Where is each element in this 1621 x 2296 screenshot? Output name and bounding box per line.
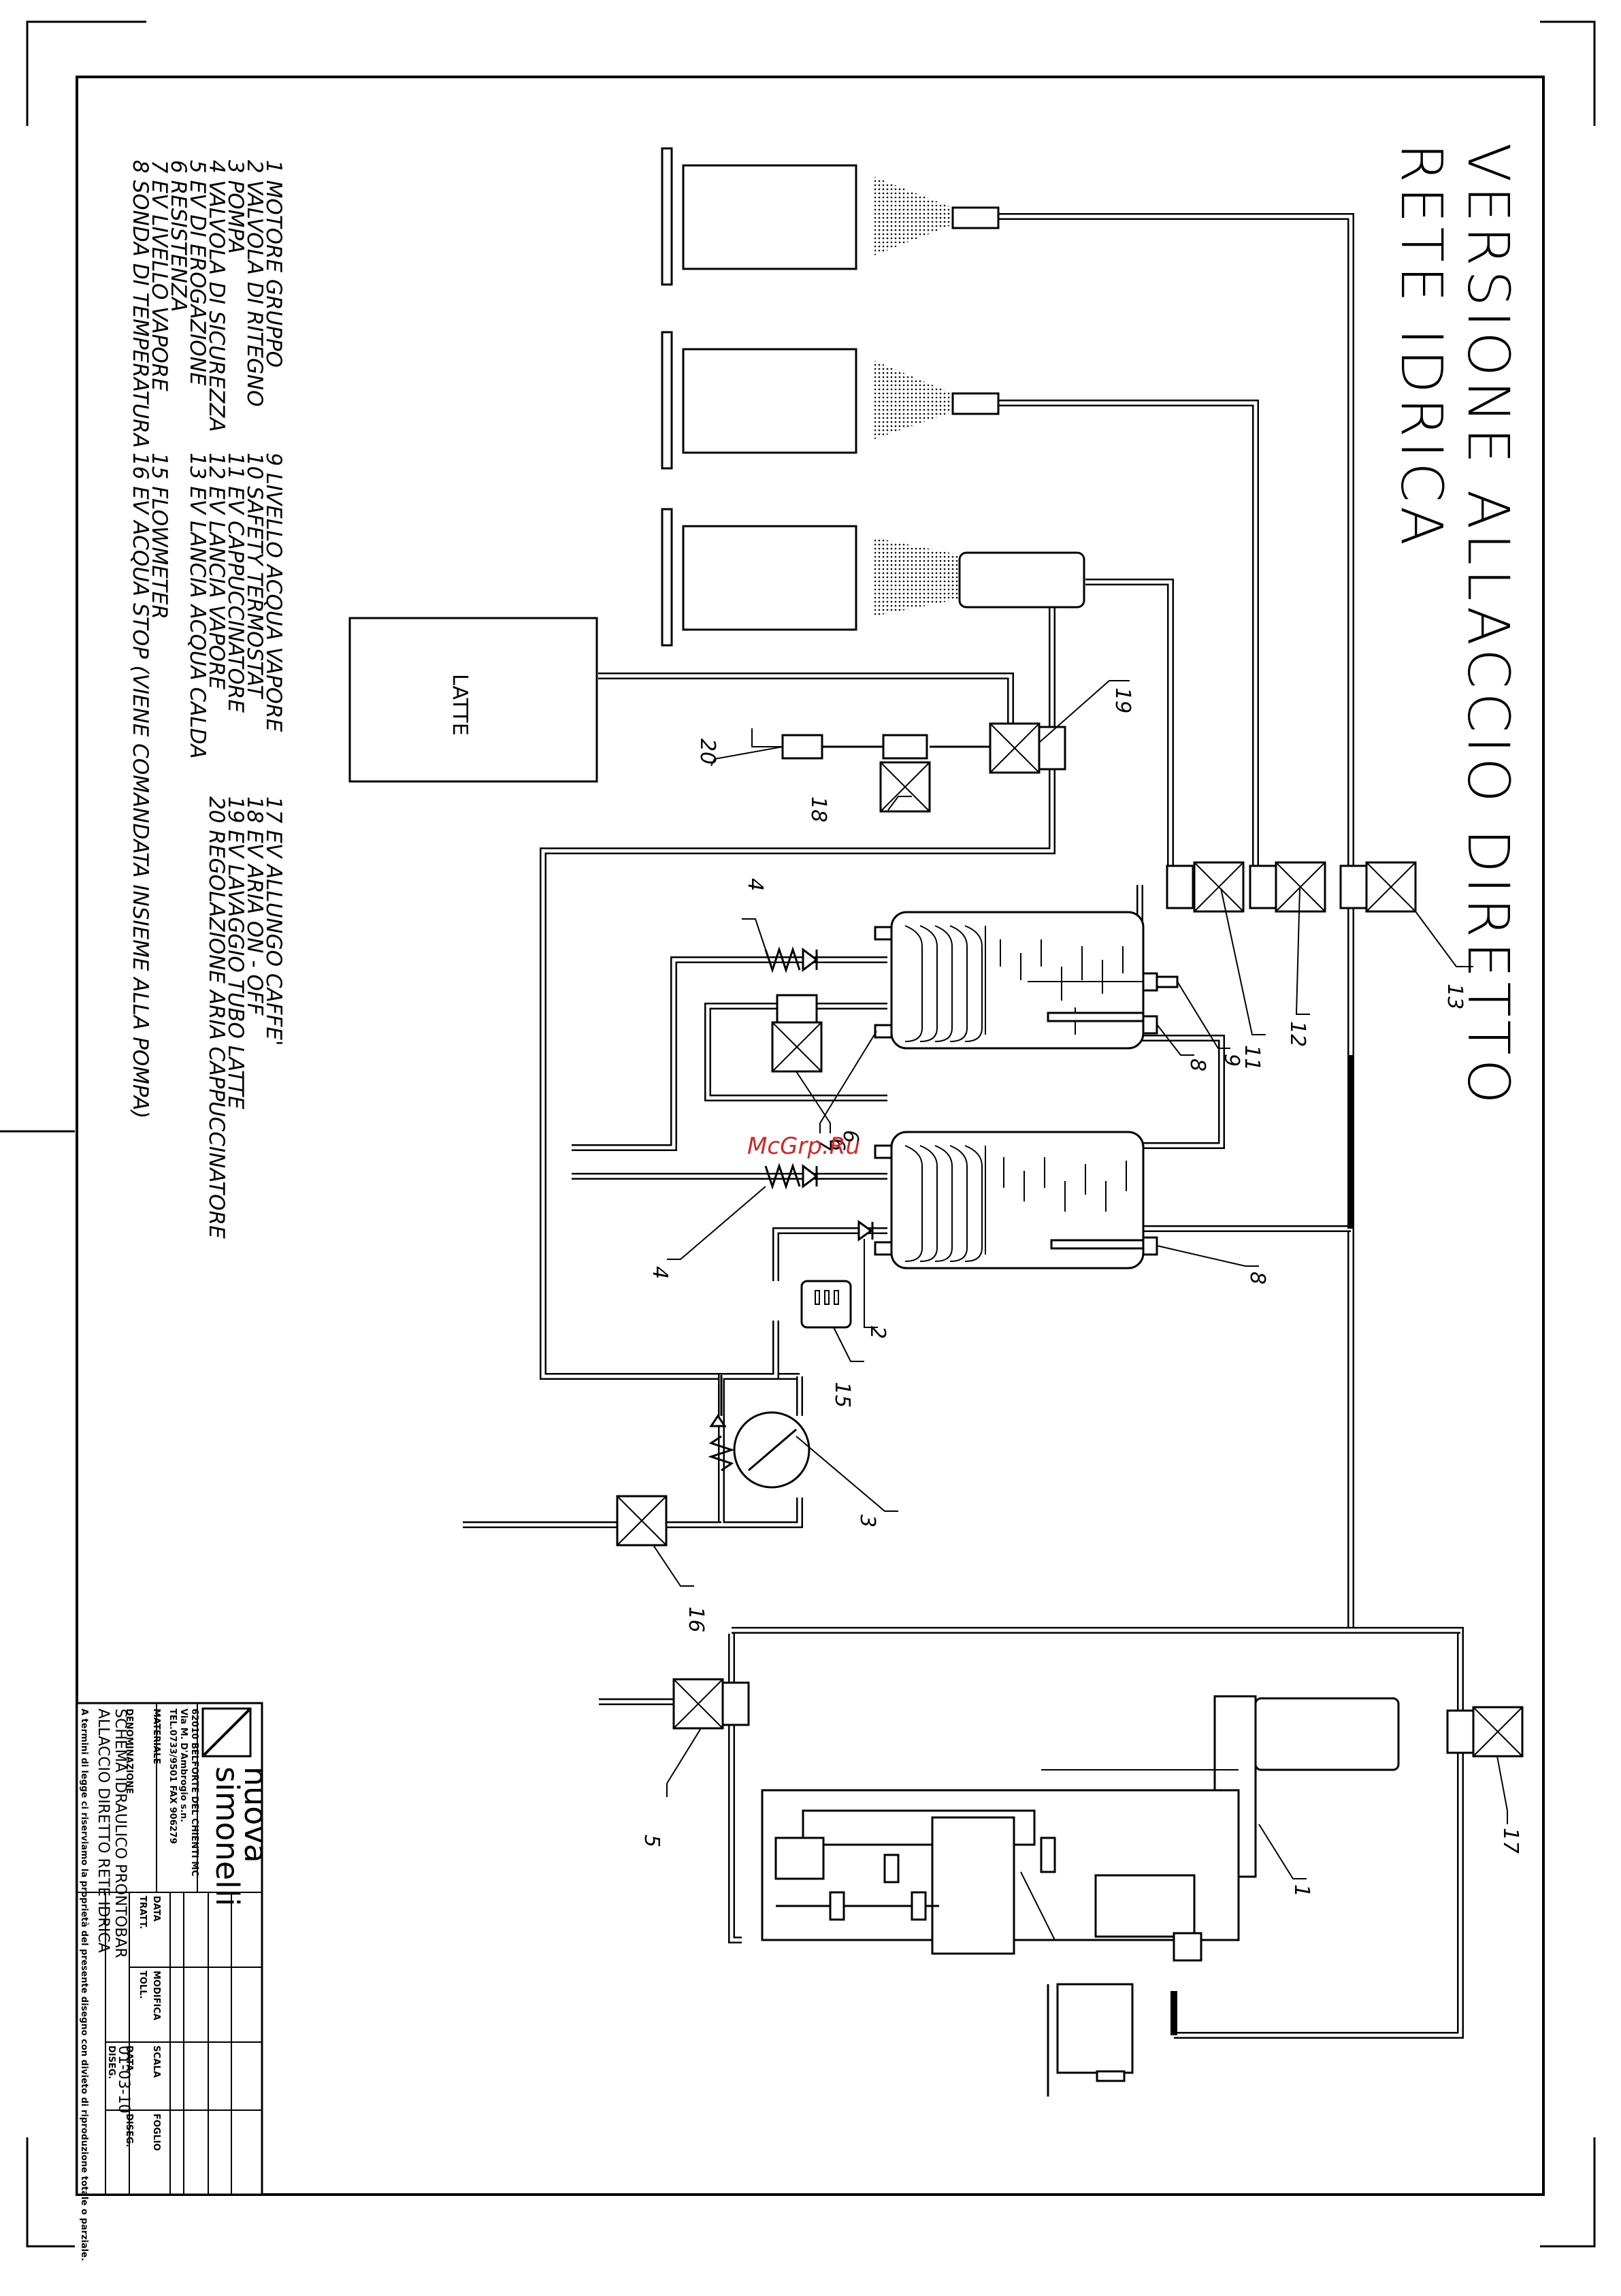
callout-5: 5 (640, 1834, 664, 1847)
callout-3: 3 (855, 1515, 879, 1527)
legend-item: 10 SAFETY TERMOSTAT (242, 453, 267, 699)
callout-6-a: 6 (825, 1138, 849, 1151)
callout-leaders (653, 680, 1508, 1879)
callout-13: 13 (1443, 984, 1467, 1009)
brand-line1: nuova (238, 1766, 274, 1863)
legend-item: 3 POMPA (223, 160, 248, 254)
date-label: DATA (124, 2046, 134, 2071)
title-line2: RETE IDRICA (1388, 143, 1455, 549)
title-line1: VERSIONE ALLACCIO DIRETTO (1455, 143, 1522, 1108)
callout-16: 16 (684, 1606, 708, 1632)
toll-label: TOLL. (137, 1971, 148, 1999)
valve-11 (1166, 861, 1245, 913)
address-line2: Via M. D'Ambrogio s.n. (178, 1709, 189, 1822)
callout-20: 20 (695, 739, 719, 764)
coffee-boiler (874, 1131, 1158, 1270)
address-line1: 62010 BELFORTE DEL CHIENTI MC (189, 1709, 199, 1877)
legend-item: 17 EV ALLUNGO CAFFE' (261, 796, 286, 1046)
valve-7 (771, 994, 823, 1073)
callout-12: 12 (1286, 1021, 1309, 1047)
legend-item: 4 VALVOLA DI SICUREZZA (204, 160, 229, 432)
callout-2: 2 (866, 1326, 889, 1339)
valve-17 (1446, 1706, 1524, 1758)
phone-line: TEL.0733/9501 FAX 906279 (167, 1709, 178, 1844)
latte-label: LATTE (448, 674, 472, 736)
crop-marks (0, 20, 1596, 2248)
spray-outlet-3 (661, 508, 1085, 647)
modifica-label: MODIFICA (151, 1971, 161, 2020)
drawing-name-1: SCHEMA IDRAULICO PRONTOBAR (112, 1709, 129, 1958)
legend-item: 2 VALVOLA DI RITEGNO (242, 160, 267, 407)
callout-9: 9 (1219, 1054, 1243, 1067)
materiale-label: MATERIALE (151, 1709, 161, 1764)
pump (708, 1375, 810, 1489)
legend-item: 12 EV LANCIA VAPORE (204, 453, 229, 690)
steam-boiler (874, 911, 1179, 1050)
legend-item: 16 EV ACQUA STOP (VIENE COMANDATA INSIEM… (128, 453, 152, 1118)
callout-7: 7 (811, 1138, 835, 1151)
title-block: nuova simonelli 62010 BELFORTE DEL CHIEN… (76, 1702, 274, 2261)
callout-18: 18 (806, 796, 830, 822)
callout-6-b: 6 (838, 1130, 862, 1143)
legend-item: 13 EV LANCIA ACQUA CALDA (185, 453, 210, 759)
flowmeter (800, 1280, 852, 1329)
scala-label: SCALA (151, 2046, 161, 2077)
denominazione-label: DENOMINAZIONE (124, 1709, 134, 1794)
drawing-name-2: ALLACCIO DIRETTO RETE IDRICA (95, 1709, 112, 1953)
safety-valve-lower (764, 1163, 819, 1190)
legend-item: 19 EV LAVAGGIO TUBO LATTE (223, 796, 248, 1110)
drawing-border (76, 76, 1545, 2196)
valve-12 (1249, 861, 1326, 913)
spray-outlet-2 (661, 331, 1000, 470)
spray-outlet-1 (661, 147, 1000, 286)
check-valve (857, 1220, 874, 1242)
data-label: DATA (151, 1896, 161, 1922)
component-legend: 1 MOTORE GRUPPO 2 VALVOLA DI RITEGNO 3 P… (128, 160, 286, 1239)
callout-4-upper: 4 (743, 878, 767, 891)
legend-item: 11 EV CAPPUCCINATORE (223, 453, 248, 713)
valve-18 (781, 734, 990, 813)
legend-item: 6 RESISTENZA (166, 160, 191, 312)
drawing-title: VERSIONE ALLACCIO DIRETTO RETE IDRICA (1388, 143, 1522, 1108)
valve-16 (616, 1495, 668, 1547)
valve-5 (672, 1678, 750, 1730)
callout-17: 17 (1499, 1828, 1522, 1854)
callout-1: 1 (1290, 1884, 1313, 1897)
callout-8-lower: 8 (1245, 1272, 1269, 1284)
safety-valve-upper (764, 946, 819, 973)
brand-line2: simonelli (209, 1766, 246, 1907)
callout-11: 11 (1240, 1045, 1264, 1071)
latte-container: LATTE (348, 617, 598, 783)
diseg-label-2: DISEG. (124, 2114, 134, 2147)
callout-19: 19 (1111, 688, 1134, 713)
date-value: 01-03-10 (115, 2046, 132, 2114)
callout-numbers: 13 11 12 9 8 8 19 18 20 4 4 7 6 6 2 15 3… (640, 688, 1522, 1897)
legend-item: 7 EV LIVELLO VAPORE (147, 160, 171, 391)
callout-4-lower: 4 (648, 1266, 672, 1279)
watermark: McGrp.Ru (747, 1133, 860, 1160)
legend-item: 8 SONDA DI TEMPERATURA (128, 160, 152, 448)
foglio-label: FOGLIO (151, 2114, 161, 2151)
legend-item: 1 MOTORE GRUPPO (261, 160, 286, 368)
legend-item: 15 FLOWMETER (147, 453, 171, 619)
callout-15: 15 (830, 1382, 854, 1408)
disclaimer: A termini di legge ci riserviamo la prop… (79, 1709, 89, 2261)
callout-8-upper: 8 (1185, 1058, 1209, 1071)
drip-tray (1047, 1983, 1134, 2097)
tratt-label: TRATT. (137, 1896, 148, 1929)
valve-19 (989, 722, 1066, 774)
diseg-label: DISEG. (106, 2046, 116, 2079)
brew-group (761, 1695, 1400, 1962)
legend-item: 9 LIVELLO ACQUA VAPORE (261, 453, 286, 732)
legend-item: 5 EV DI EROGAZIONE (185, 160, 210, 386)
legend-item: 18 EV ARIA ON - OFF (242, 796, 267, 1016)
valve-13 (1339, 861, 1417, 913)
legend-item: 20 REGOLAZIONE ARIA CAPPUCCINATORE (204, 796, 229, 1239)
